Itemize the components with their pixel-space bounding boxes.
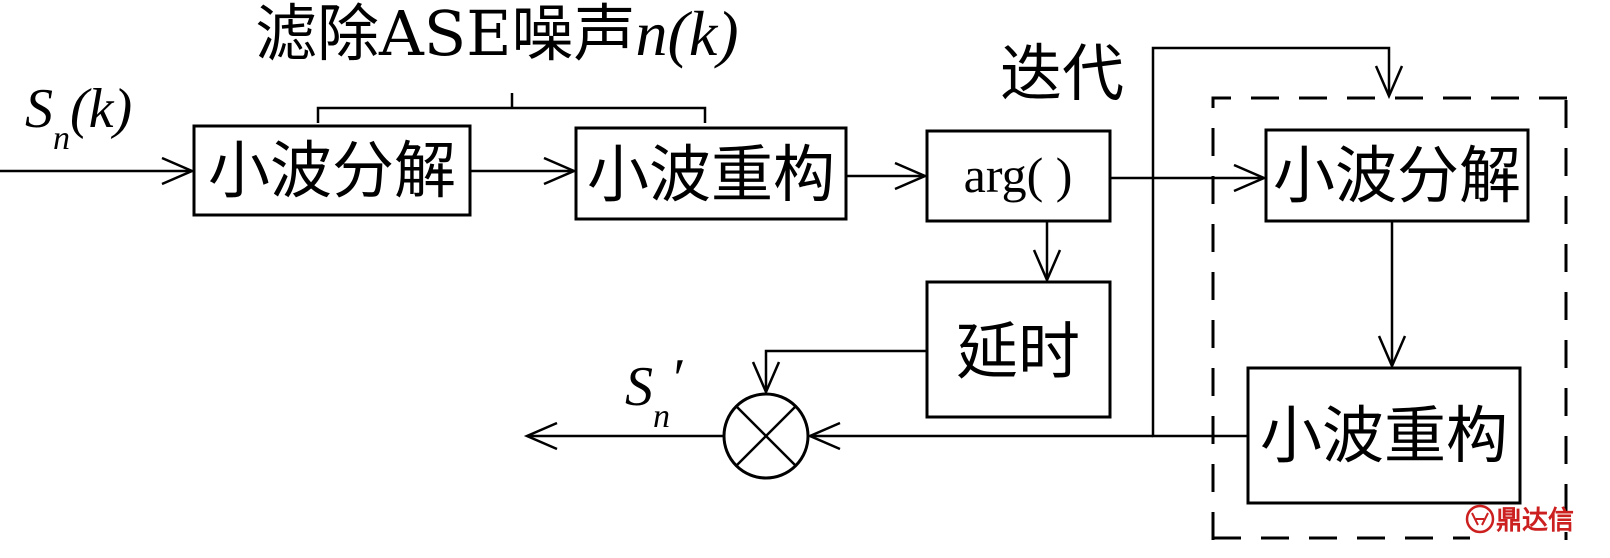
- block-decompose-1: 小波分解: [192, 124, 472, 217]
- output-arrowhead: [523, 421, 558, 451]
- input-label-sub: n: [53, 120, 70, 157]
- output-label-main: S: [625, 356, 653, 418]
- iteration-region: [1211, 96, 1568, 540]
- arrowhead-reconstruct-1: [543, 156, 578, 186]
- block-reconstruct-1: 小波重构: [574, 126, 848, 221]
- block-decompose-1-label: 小波分解: [208, 134, 456, 207]
- multiplier-circle-icon: [722, 392, 810, 480]
- arrowhead-multiplier-right: [806, 421, 841, 451]
- logo-icon: [1465, 504, 1495, 534]
- block-delay-label: 延时: [956, 315, 1080, 388]
- iteration-loop: [1151, 46, 1391, 438]
- input-label-arg: (k): [70, 78, 132, 140]
- block-arg-label: arg( ): [964, 147, 1073, 203]
- input-label-main: S: [25, 78, 53, 140]
- title-prefix: 滤除ASE噪声: [255, 0, 636, 70]
- block-arg: arg( ): [925, 129, 1112, 223]
- block-reconstruct-2-label: 小波重构: [1260, 399, 1508, 472]
- input-arrowhead: [161, 156, 196, 186]
- block-decompose-2: 小波分解: [1264, 128, 1530, 223]
- title-var: n: [636, 0, 668, 69]
- arrowhead-decompose-2: [1233, 163, 1268, 193]
- watermark: 鼎达信: [1465, 504, 1574, 536]
- block-delay: 延时: [925, 280, 1112, 419]
- arrowhead-arg: [894, 161, 929, 191]
- link-delay-multiplier: [764, 349, 927, 392]
- block-decompose-2-label: 小波分解: [1273, 139, 1521, 212]
- title-bracket: [316, 93, 707, 123]
- output-label: Sn′: [625, 348, 683, 435]
- arrowhead-reconstruct-2: [1377, 335, 1407, 370]
- arrowhead-delay: [1032, 249, 1062, 284]
- arrowhead-iteration: [1374, 65, 1404, 100]
- input-label: Sn(k): [25, 78, 132, 157]
- block-reconstruct-1-label: 小波重构: [587, 138, 835, 211]
- block-reconstruct-2: 小波重构: [1246, 366, 1522, 505]
- iteration-label: 迭代: [1000, 37, 1124, 110]
- title: 滤除ASE噪声n(k): [255, 0, 739, 70]
- arrowhead-multiplier-top: [751, 361, 781, 396]
- watermark-text: 鼎达信: [1496, 506, 1574, 536]
- output-label-prime: ′: [670, 348, 683, 410]
- output-label-sub: n: [653, 398, 670, 435]
- title-arg: (k): [668, 0, 739, 69]
